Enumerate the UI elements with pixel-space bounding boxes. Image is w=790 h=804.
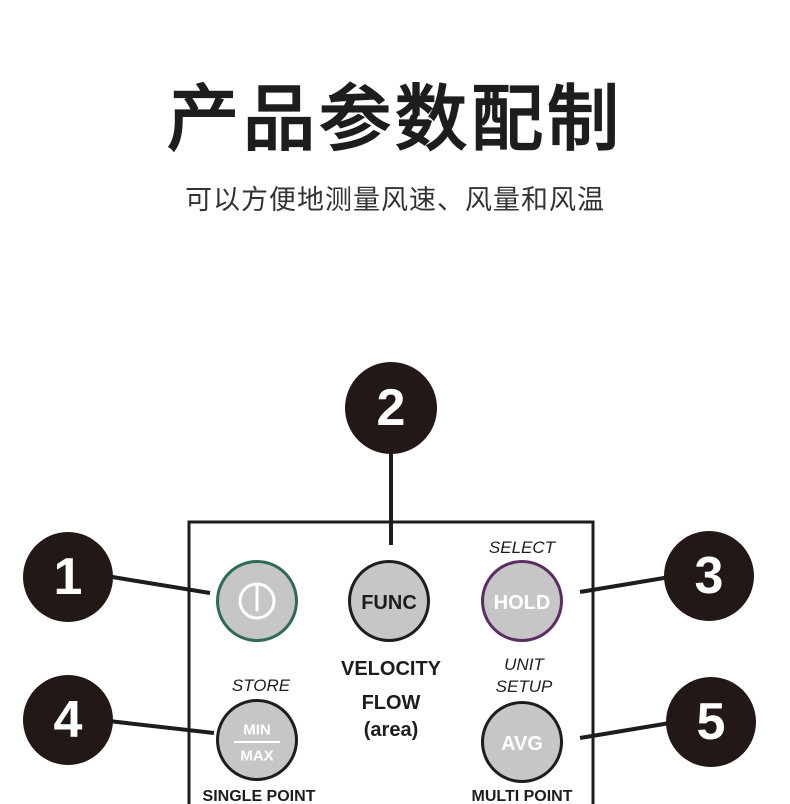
callout-4: 4 — [23, 675, 113, 765]
callout-2: 2 — [345, 362, 437, 454]
select-label: SELECT — [489, 538, 557, 557]
min-label: MIN — [243, 722, 271, 739]
leader-line-3 — [579, 574, 677, 594]
func-button-label: FUNC — [361, 592, 417, 614]
power-button[interactable] — [216, 560, 298, 642]
hold-button-label: HOLD — [494, 592, 551, 614]
leader-line-1 — [99, 573, 211, 595]
hold-button[interactable]: HOLD — [481, 560, 563, 642]
setup-label: SETUP — [496, 677, 553, 696]
callout-2-number: 2 — [377, 379, 406, 437]
callout-1-number: 1 — [54, 548, 83, 606]
single-point-label: SINGLE POINT — [203, 788, 316, 804]
max-label: MAX — [240, 748, 273, 765]
callout-5-number: 5 — [697, 693, 726, 751]
callout-3: 3 — [664, 531, 754, 621]
velocity-label: VELOCITY — [341, 658, 442, 680]
func-button[interactable]: FUNC — [348, 560, 430, 642]
callout-4-number: 4 — [54, 691, 83, 749]
callout-5: 5 — [666, 677, 756, 767]
page-title: 产品参数配制 — [166, 77, 623, 161]
avg-button[interactable]: AVG — [481, 701, 563, 783]
unit-label: UNIT — [504, 655, 545, 674]
leader-line-5 — [579, 720, 677, 740]
area-label: (area) — [364, 719, 418, 741]
avg-button-label: AVG — [501, 733, 543, 755]
power-icon — [238, 582, 276, 620]
callout-3-number: 3 — [695, 547, 724, 605]
multi-point-label: MULTI POINT — [471, 788, 572, 804]
store-label: STORE — [232, 676, 291, 695]
min-max-button[interactable]: MIN MAX — [216, 699, 298, 781]
flow-label: FLOW — [362, 692, 421, 714]
callout-1: 1 — [23, 532, 113, 622]
page-subtitle: 可以方便地测量风速、风量和风温 — [185, 185, 605, 216]
leader-line-4 — [99, 718, 215, 735]
